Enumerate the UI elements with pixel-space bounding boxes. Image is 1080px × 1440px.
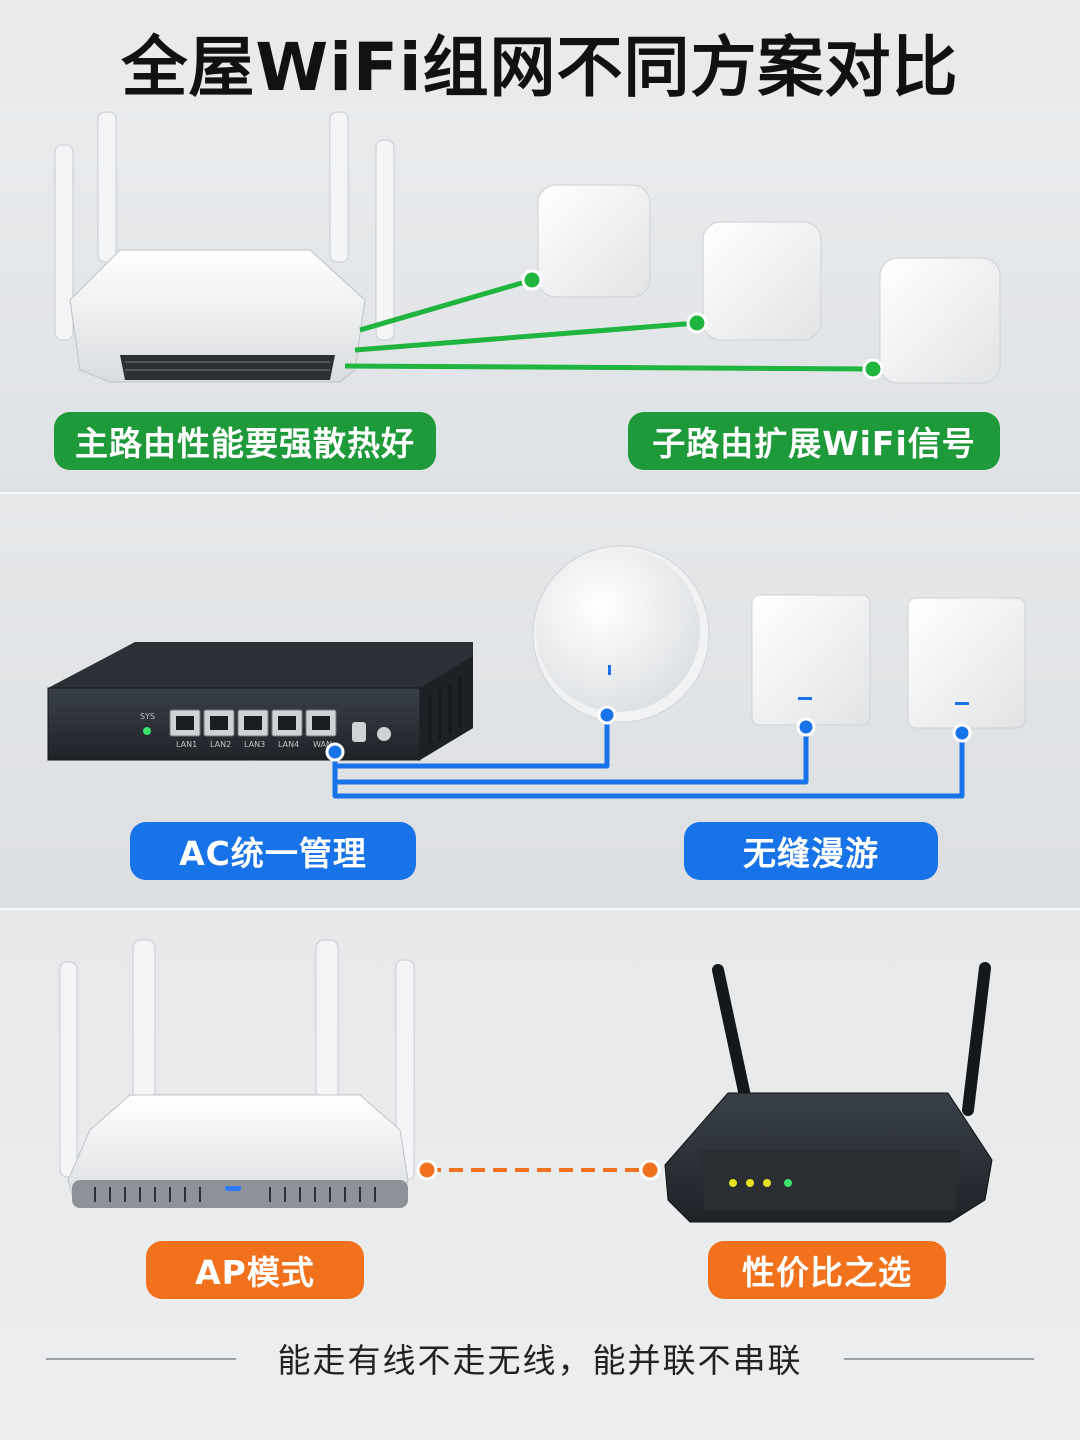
footer-divider-right (844, 1358, 1034, 1360)
footer-tip: 能走有线不走无线，能并联不串联 (277, 1341, 803, 1380)
port-label: LAN4 (278, 740, 299, 749)
panel-ap-icon (907, 597, 1026, 729)
mesh-node-icon (702, 221, 822, 341)
status-label: SYS (140, 712, 155, 721)
link-dot (416, 1159, 438, 1181)
black-router-icon (664, 962, 993, 1223)
white-router-icon (59, 939, 415, 1208)
port-label: LAN3 (244, 740, 265, 749)
sub-router-label: 子路由扩展WiFi信号 (628, 412, 1000, 470)
port-label: WAN (313, 740, 332, 749)
value-choice-label: 性价比之选 (708, 1241, 946, 1299)
section-divider (0, 492, 1080, 494)
link-dot (639, 1159, 661, 1181)
mesh-node-icon (537, 184, 651, 298)
link-dot (686, 312, 708, 334)
seamless-roaming-label: 无缝漫游 (684, 822, 938, 880)
link-dot (796, 717, 816, 737)
section-divider (0, 908, 1080, 910)
poe-switch-icon (47, 642, 473, 761)
mesh-link-lines (344, 277, 874, 372)
link-dot (325, 742, 345, 762)
ap-mode-label: AP模式 (146, 1241, 364, 1299)
link-dot (952, 723, 972, 743)
page-title: 全屋WiFi组网不同方案对比 (121, 29, 959, 106)
ac-management-label: AC统一管理 (130, 822, 416, 880)
port-label: LAN1 (176, 740, 197, 749)
main-router-label: 主路由性能要强散热好 (54, 412, 436, 470)
link-dot (521, 269, 543, 291)
mesh-node-icon (879, 257, 1001, 384)
link-dot (597, 705, 617, 725)
main-router-icon (54, 111, 395, 383)
port-label: LAN2 (210, 740, 231, 749)
ap-link-line (416, 1159, 661, 1181)
panel-ap-icon (751, 594, 871, 726)
footer-divider-left (46, 1358, 236, 1360)
link-dot (862, 358, 884, 380)
ceiling-ap-icon (532, 545, 710, 723)
